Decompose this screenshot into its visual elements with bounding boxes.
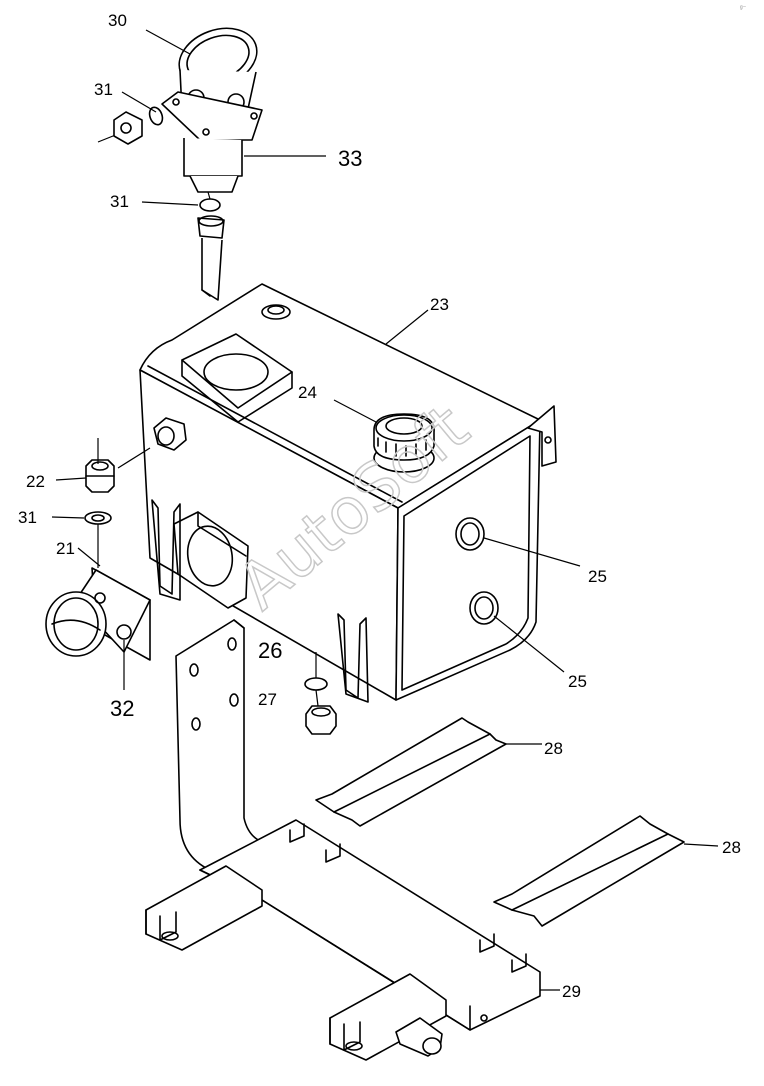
filter-21 (45, 567, 151, 661)
o-ring-31-under-filter (199, 198, 221, 212)
label-31-filter: 31 (110, 192, 129, 211)
hose-fitting (197, 215, 225, 301)
mounting-frame-29 (145, 619, 541, 1061)
pad-plate-28-upper (315, 717, 507, 827)
corner-mark: ᵍ⁻ (740, 5, 747, 12)
filter-housing-33 (161, 27, 263, 193)
leader-lines (51, 29, 719, 991)
label-30: 30 (108, 11, 127, 30)
label-23: 23 (430, 295, 449, 314)
fitting-22 (85, 459, 115, 493)
label-29: 29 (562, 982, 581, 1001)
label-21: 21 (56, 539, 75, 558)
label-27: 27 (258, 690, 277, 709)
label-28-lower: 28 (722, 838, 741, 857)
o-ring-26 (304, 677, 328, 691)
label-25-lower: 25 (568, 672, 587, 691)
label-28-upper: 28 (544, 739, 563, 758)
label-26: 26 (258, 638, 282, 663)
drain-plug-27 (305, 705, 337, 735)
label-31-left: 31 (18, 508, 37, 527)
label-22: 22 (26, 472, 45, 491)
hydraulic-tank-23 (139, 283, 557, 703)
label-31-top: 31 (94, 80, 113, 99)
fitting-left-of-filter (97, 106, 164, 145)
label-24: 24 (298, 383, 317, 402)
label-25-upper: 25 (588, 567, 607, 586)
label-32: 32 (110, 696, 134, 721)
o-ring-31-left (84, 511, 112, 525)
pad-plate-28-lower (493, 815, 685, 927)
label-33: 33 (338, 146, 362, 171)
